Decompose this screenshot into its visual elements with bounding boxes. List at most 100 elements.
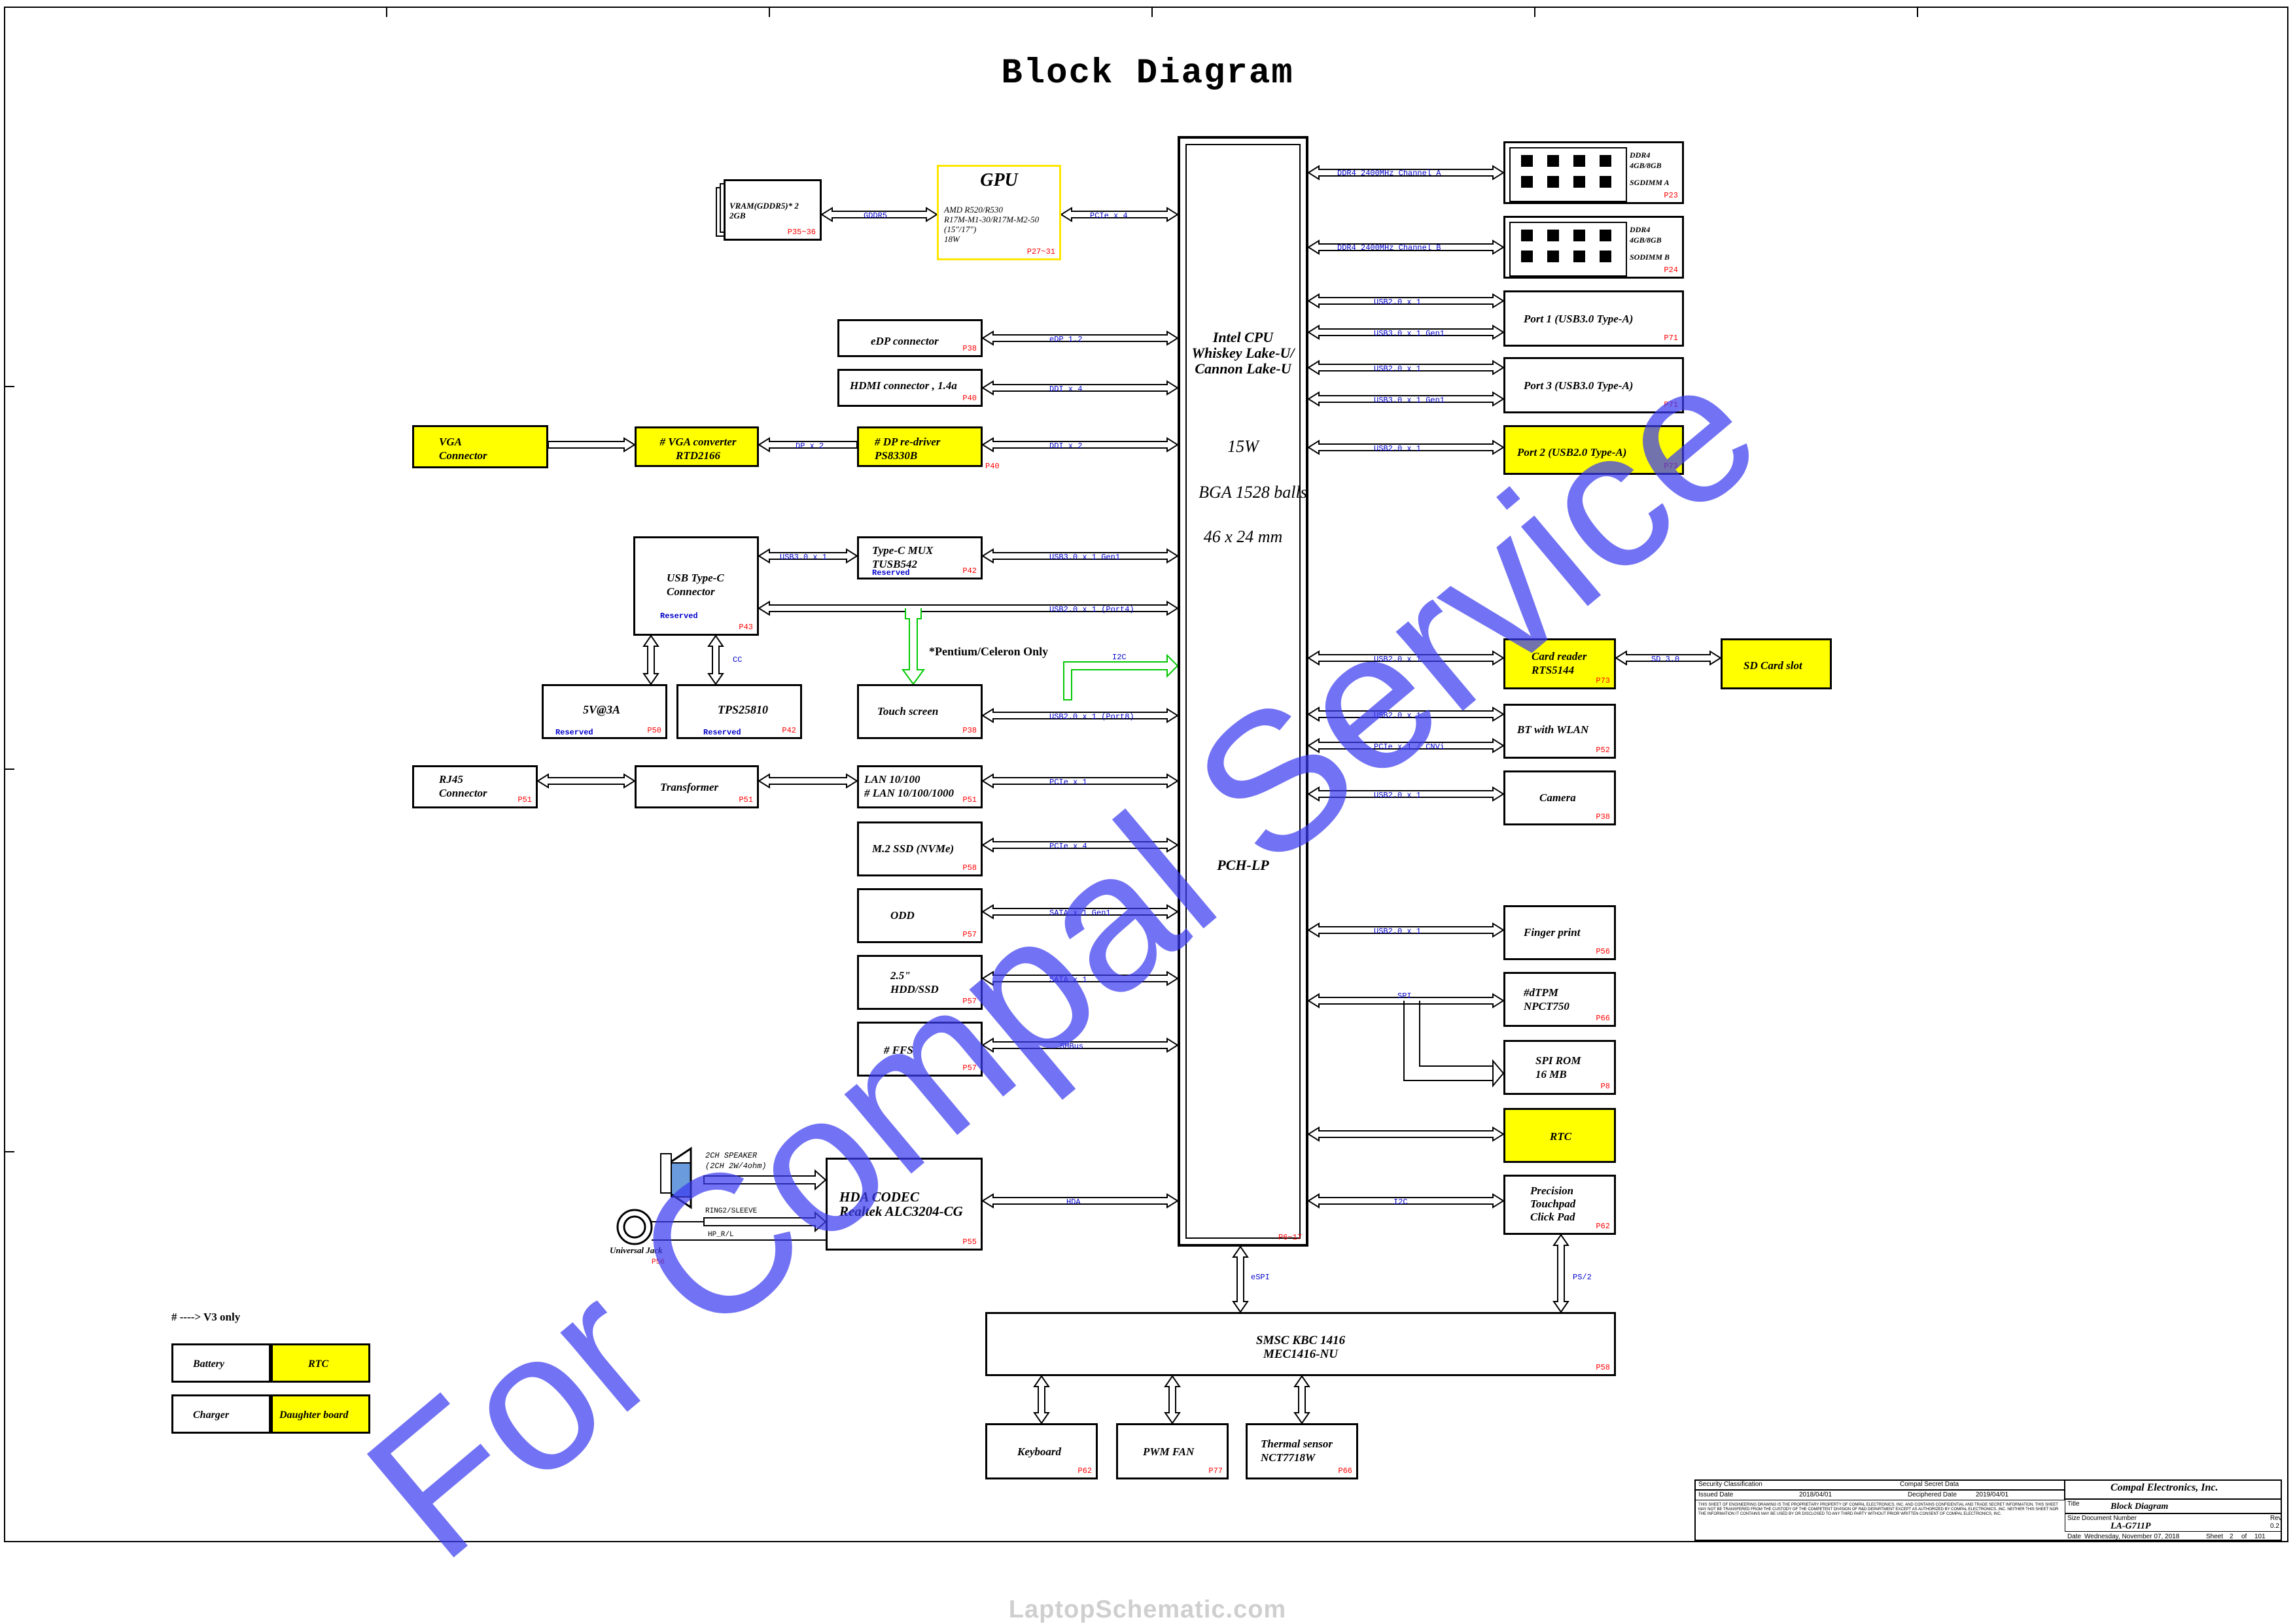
usb-port-2[interactable]: Port 2 (USB2.0 Type-A) P73 xyxy=(1503,425,1684,475)
hdmi-connector[interactable]: HDMI connector , 1.4a P40 xyxy=(837,369,983,407)
tb-issued-date: 2018/04/01 xyxy=(1799,1491,1832,1498)
vram-page-ref: P35~36 xyxy=(787,228,816,237)
rj45-label-2: Connector xyxy=(439,787,487,799)
touchpad-page-ref: P62 xyxy=(1596,1222,1610,1231)
lan-bus-label: PCIe x 1 xyxy=(1049,778,1087,787)
rtc-block[interactable]: RTC xyxy=(1503,1108,1616,1163)
kbc-controller[interactable]: SMSC KBC 1416 MEC1416-NU P58 xyxy=(985,1312,1616,1376)
bt-wlan-module[interactable]: BT with WLAN P52 xyxy=(1503,704,1616,759)
ffs-sensor[interactable]: # FFS P57 xyxy=(857,1022,983,1077)
tb-doc-label: Document Number xyxy=(2082,1515,2137,1522)
dtpm-chip-name: NPCT750 xyxy=(1524,1000,1569,1012)
lan-label-1: LAN 10/100 xyxy=(864,773,920,786)
port3-usb2-link xyxy=(1307,360,1505,375)
typec-mux[interactable]: Type-C MUX TUSB542 Reserved P42 xyxy=(857,536,983,579)
keyboard-block[interactable]: Keyboard P62 xyxy=(985,1423,1098,1479)
tb-of-value: 101 xyxy=(2254,1533,2266,1540)
vga-converter[interactable]: # VGA converter RTD2166 xyxy=(635,426,759,467)
usb-port-1[interactable]: Port 1 (USB3.0 Type-A) P71 xyxy=(1503,290,1684,347)
card-reader[interactable]: Card reader RTS5144 P73 xyxy=(1503,638,1616,689)
typec-label-2: Connector xyxy=(667,585,715,598)
gddr5-link xyxy=(820,207,938,222)
cpu-block[interactable]: Intel CPU Whiskey Lake-U/ Cannon Lake-U … xyxy=(1178,136,1308,1247)
port2-label: Port 2 (USB2.0 Type-A) xyxy=(1517,446,1627,458)
thermal-sensor-chip: NCT7718W xyxy=(1261,1451,1316,1464)
dp-x2-bus-label: DP x 2 xyxy=(796,441,824,451)
legend-daughter-label: Daughter board xyxy=(279,1409,349,1421)
ddr-slot-b[interactable]: DDR4 4GB/8GB SODIMM B P24 xyxy=(1503,216,1684,279)
dtpm-chip[interactable]: #dTPM NPCT750 P66 xyxy=(1503,972,1616,1027)
power-5v-block[interactable]: 5V@3A Reserved P50 xyxy=(542,684,667,739)
tb-legal-text: THIS SHEET OF ENGINEERING DRAWING IS THE… xyxy=(1698,1503,2059,1516)
touch-screen[interactable]: Touch screen P38 xyxy=(857,684,983,739)
m2-ssd-label: M.2 SSD (NVMe) xyxy=(872,842,955,855)
typec-label-1: USB Type-C xyxy=(667,572,724,584)
ddr-slot-a[interactable]: DDR4 4GB/8GB SGDIMM A P23 xyxy=(1503,141,1684,204)
dp-redriver[interactable]: # DP re-driver PS8330B xyxy=(857,426,983,467)
pwm-fan-block[interactable]: PWM FAN P77 xyxy=(1116,1423,1229,1479)
m2-ssd-slot[interactable]: M.2 SSD (NVMe) P58 xyxy=(857,821,983,876)
gpu-page-ref: P27~31 xyxy=(1026,247,1055,256)
hdd-size: 2.5" xyxy=(890,969,911,982)
typec-usb3-label: USB3.0 x 1 Gen1 xyxy=(1049,553,1120,562)
sd-link xyxy=(1615,650,1722,666)
precision-touchpad[interactable]: Precision Touchpad Click Pad P62 xyxy=(1503,1175,1616,1235)
hdd-label: HDD/SSD xyxy=(890,983,939,995)
spi-rom[interactable]: SPI ROM 16 MB P8 xyxy=(1503,1040,1616,1095)
tps25810-block[interactable]: TPS25810 Reserved P42 xyxy=(676,684,802,739)
gpu-block[interactable]: GPU AMD R520/R530 R17M-M1-30/R17M-M2-50 … xyxy=(937,165,1061,260)
edp-connector[interactable]: eDP connector P38 xyxy=(837,319,983,357)
rtc-link xyxy=(1307,1126,1505,1142)
camera-module[interactable]: Camera P38 xyxy=(1503,770,1616,825)
transformer-block[interactable]: Transformer P51 xyxy=(635,765,759,808)
fingerprint-reader[interactable]: Finger print P56 xyxy=(1503,905,1616,960)
odd-drive[interactable]: ODD P57 xyxy=(857,888,983,943)
port3-bus1-label: USB2.0 x 1 xyxy=(1374,364,1421,373)
dtpm-spi-link xyxy=(1307,993,1505,1009)
bt-bus2-label: PCIe x 1 / CNVi xyxy=(1374,742,1445,752)
cpu-family-1: Whiskey Lake-U/ xyxy=(1191,345,1295,361)
tb-sheet-label: Sheet xyxy=(2206,1533,2224,1540)
vga-connector[interactable]: VGA Connector xyxy=(412,425,548,468)
hda-codec[interactable]: HDA CODEC Realtek ALC3204-CG P55 xyxy=(826,1158,983,1251)
vram-block[interactable]: VRAM(GDDR5)* 2 2GB P35~36 xyxy=(724,179,822,241)
power-5v-page-ref: P50 xyxy=(647,726,661,735)
typec-usb2-label: USB2.0 x 1 (Port4) xyxy=(1049,605,1134,614)
tps25810-page-ref: P42 xyxy=(782,726,796,735)
odd-label: ODD xyxy=(890,909,915,922)
usb-port-3[interactable]: Port 3 (USB3.0 Type-A) P71 xyxy=(1503,357,1684,413)
lan-controller[interactable]: LAN 10/100 # LAN 10/100/1000 P51 xyxy=(857,765,983,808)
legend-battery-label: Battery xyxy=(193,1358,224,1370)
rj45-connector[interactable]: RJ45 Connector P51 xyxy=(412,765,538,808)
m2-ssd-bus-label: PCIe x 4 xyxy=(1049,842,1087,851)
legend-note: # ----> V3 only xyxy=(171,1311,241,1323)
thermal-sensor-block[interactable]: Thermal sensor NCT7718W P66 xyxy=(1246,1423,1358,1479)
usb-typec-connector[interactable]: USB Type-C Connector Reserved P43 xyxy=(633,536,759,636)
keyboard-link xyxy=(1033,1375,1050,1425)
border-tick xyxy=(1917,7,1918,17)
gpu-screen: (15"/17") xyxy=(944,224,977,234)
tb-rev-label: Rev xyxy=(2270,1515,2282,1522)
typec-reserved: Reserved xyxy=(660,612,698,621)
ddi-x2-link xyxy=(981,437,1179,453)
ffs-page-ref: P57 xyxy=(962,1063,977,1073)
port1-bus1-label: USB2.0 x 1 xyxy=(1374,298,1421,307)
odd-bus-label: SATA x 1 Gen1 xyxy=(1049,908,1111,918)
ddr-b-bus-label: DDR4 2400MHz Channel B xyxy=(1337,243,1441,252)
spi-rom-branch xyxy=(1419,1001,1493,1067)
universal-jack-page-ref: P56 xyxy=(652,1258,665,1266)
touchpad-label-1: Precision xyxy=(1530,1184,1574,1197)
tb-decipher-date: 2019/04/01 xyxy=(1976,1491,2009,1498)
odd-page-ref: P57 xyxy=(962,930,977,939)
vga-label-2: Connector xyxy=(439,449,487,462)
gddr5-label: GDDR5 xyxy=(864,211,887,220)
m2-ssd-page-ref: P58 xyxy=(962,863,977,872)
card-reader-bus-label: USB2.0 x 1 xyxy=(1374,655,1421,664)
sd-card-slot[interactable]: SD Card slot xyxy=(1721,638,1832,689)
transformer-page-ref: P51 xyxy=(739,795,753,804)
hdd-ssd-drive[interactable]: 2.5" HDD/SSD P57 xyxy=(857,955,983,1010)
spi-rom-page-ref: P8 xyxy=(1600,1082,1610,1091)
legend-daughter-board: Daughter board xyxy=(271,1394,370,1434)
rj45-page-ref: P51 xyxy=(517,795,532,804)
tb-of-label: of xyxy=(2241,1533,2247,1540)
